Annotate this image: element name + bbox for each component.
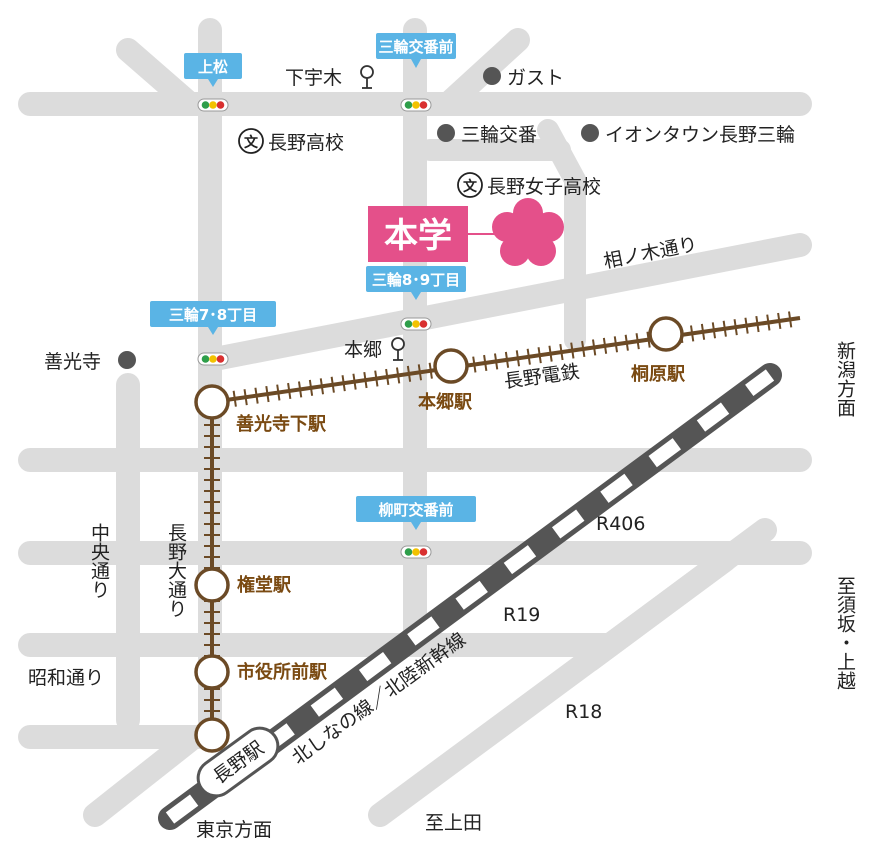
zenkojishita-station-marker — [194, 384, 230, 420]
signal-miwa-78: 三輪7･8丁目 — [150, 301, 276, 366]
landmark-nagano-girls: 長野女子高校 — [487, 176, 601, 198]
line-nagano-dentetsu-label: 長野電鉄 — [503, 361, 581, 393]
road-naganoodori-label: 長野大通り — [165, 523, 187, 618]
landmark-gusto: ガスト — [507, 67, 564, 89]
signal-yanagimachi: 柳町交番前 — [356, 496, 476, 559]
station-zenkojishita-label: 善光寺下駅 — [236, 413, 327, 435]
landmark-aeon: イオンタウン長野三輪 — [605, 124, 795, 146]
signal-miwa-koban-mae: 三輪交番前 — [376, 33, 456, 112]
svg-text:文: 文 — [463, 178, 478, 195]
aeon-dot-icon — [581, 124, 599, 142]
landmark-miwa-koban: 三輪交番 — [461, 124, 537, 146]
signal-kamimatsu-label: 上松 — [198, 58, 228, 76]
road-top-right-diagonal — [436, 28, 530, 116]
road-r19-label: R19 — [503, 604, 540, 626]
road-top-left-diagonal — [116, 38, 202, 116]
gondo-station-marker — [194, 567, 230, 603]
station-gondo-label: 権堂駅 — [237, 574, 292, 596]
kirihara-station-marker — [648, 316, 684, 352]
road-bottom-left-diagonal — [83, 728, 202, 827]
road-r18-label: R18 — [565, 701, 602, 723]
landmark-hongo: 本郷 — [344, 339, 382, 361]
station-kirihara-label: 桐原駅 — [631, 363, 686, 385]
campus-label-box — [368, 206, 468, 262]
signal-miwa-koban-mae-label: 三輪交番前 — [378, 38, 453, 56]
station-shiyakusho-label: 市役所前駅 — [237, 661, 328, 683]
road-ainoki — [208, 233, 812, 370]
shiyakusho-station-marker — [194, 654, 230, 690]
post-office-icon-shimoukiki — [360, 65, 374, 89]
landmark-nagano-high: 長野高校 — [268, 132, 344, 154]
road-showa-label: 昭和通り — [28, 667, 104, 689]
direction-ueda: 至上田 — [425, 812, 482, 834]
road-r406-label: R406 — [596, 513, 645, 535]
station-hongo-label: 本郷駅 — [418, 391, 473, 413]
svg-text:文: 文 — [244, 134, 259, 151]
post-office-icon-hongo — [391, 337, 405, 361]
signal-yanagimachi-label: 柳町交番前 — [378, 501, 453, 519]
hongo-station-marker — [433, 348, 469, 384]
nagano-end-marker — [194, 717, 230, 753]
direction-niigata: 新潟方面 — [834, 341, 856, 417]
road-chuo-label: 中央通り — [88, 523, 110, 599]
landmark-zenkoji: 善光寺 — [44, 351, 101, 373]
direction-suzaka: 至須坂・上越 — [834, 576, 856, 690]
gusto-dot-icon — [483, 67, 501, 85]
signal-kamimatsu: 上松 — [184, 53, 242, 112]
road-r18 — [368, 548, 737, 827]
roads — [18, 18, 812, 827]
school-icon-nagano-high: 文 — [238, 128, 264, 154]
miwa-koban-dot-icon — [437, 124, 455, 142]
landmark-shimoukiki: 下宇木 — [285, 67, 342, 89]
signal-miwa-78-label: 三輪7･8丁目 — [169, 306, 257, 324]
signal-miwa-89-label: 三輪8･9丁目 — [372, 271, 460, 289]
campus-label: 本学 — [384, 216, 452, 256]
direction-tokyo: 東京方面 — [196, 819, 272, 841]
signal-miwa-89: 三輪8･9丁目 — [366, 266, 466, 331]
school-icon-nagano-girls: 文 — [457, 172, 483, 198]
campus: 本学 — [368, 198, 564, 266]
station-markers — [194, 316, 684, 753]
zenkoji-dot-icon — [118, 351, 136, 369]
campus-flower-icon — [492, 198, 564, 266]
